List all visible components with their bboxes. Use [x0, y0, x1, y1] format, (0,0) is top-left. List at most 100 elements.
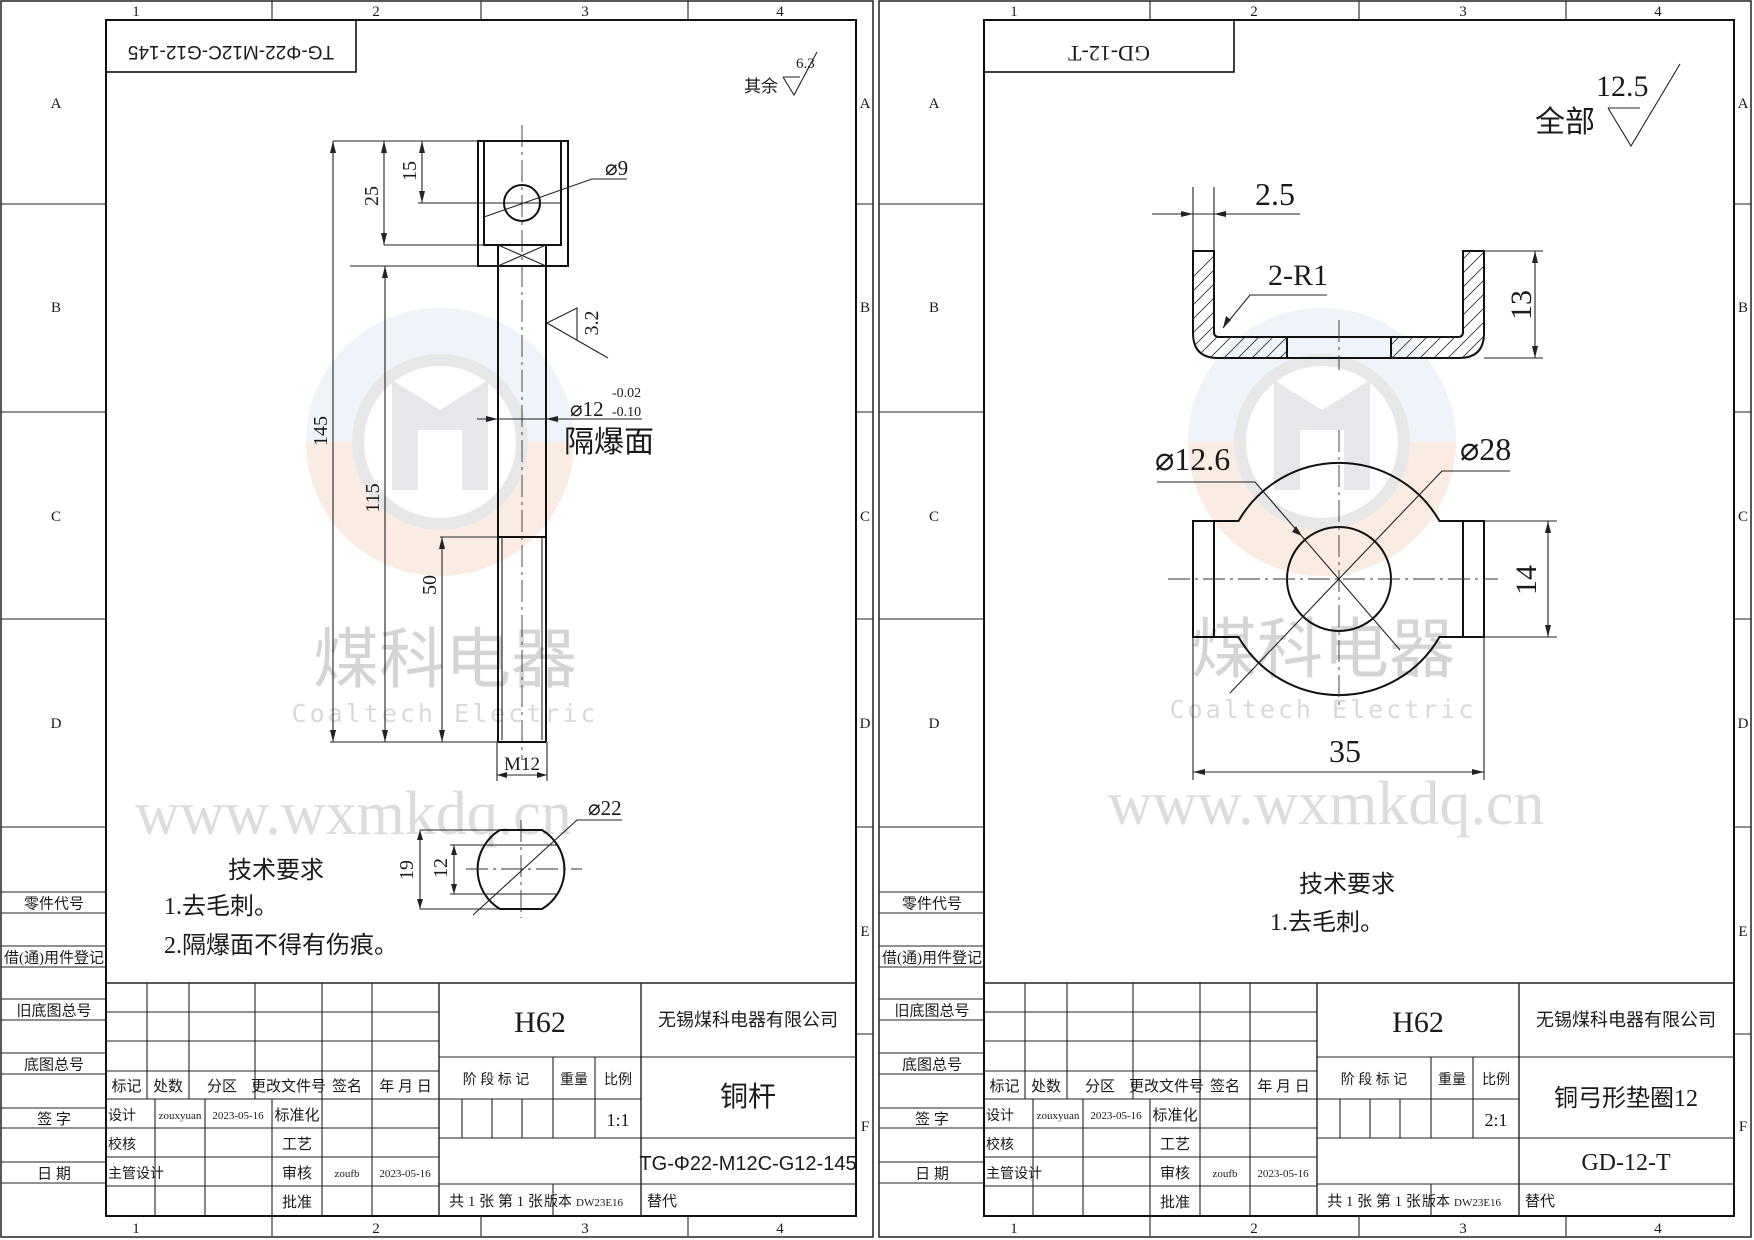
roughness-prefix: 其余 — [744, 77, 778, 96]
hatch-line — [1449, 251, 1484, 358]
reviewer-name: zoufb — [1212, 1168, 1238, 1180]
zone-column-label: 2 — [372, 4, 380, 20]
zone-column-label: 4 — [776, 4, 784, 20]
watermark-right: 煤科电器 Coaltech Electric www.wxmkdq.cn — [1108, 308, 1545, 838]
side-table-label: 签 字 — [915, 1111, 949, 1128]
zone-column-label: 1 — [132, 4, 140, 20]
role-label: 主管设计 — [986, 1166, 1042, 1182]
drawing-number: TG-Φ22-M12C-G12-145 — [639, 1153, 856, 1175]
role-label: 校核 — [108, 1136, 136, 1153]
zone-row-label: C — [929, 509, 939, 525]
watermark-cn: 煤科电器 — [1191, 611, 1455, 688]
roughness-value: 6.3 — [796, 56, 815, 72]
designer-name: zouxyuan — [1037, 1110, 1080, 1122]
dim-section-height: 19 — [396, 860, 418, 880]
zone-column-label: 3 — [581, 1221, 589, 1237]
drawing-number: GD-12-T — [1581, 1150, 1671, 1176]
scale-value: 2:1 — [1484, 1110, 1507, 1130]
title-label-inverted: GD-12-T — [1068, 41, 1150, 66]
revision-header: 年 月 日 — [379, 1078, 432, 1095]
zone-row-label: A — [929, 96, 940, 112]
title-label-box — [105, 19, 357, 73]
dim-thread-length: 50 — [419, 575, 441, 595]
part-name: 铜杆 — [720, 1081, 776, 1113]
version-value: DW23E16 — [1454, 1197, 1502, 1209]
zone-row-label: A — [51, 96, 62, 112]
material: H62 — [514, 1006, 566, 1039]
dim-flat-width: 12 — [430, 858, 452, 878]
material: H62 — [1392, 1006, 1444, 1039]
zone-column-label: 2 — [1250, 1221, 1258, 1237]
stage-label: 阶 段 标 记 — [463, 1072, 530, 1088]
zone-row-label: B — [860, 300, 870, 316]
flame-face-label: 隔爆面 — [564, 426, 654, 459]
watermark-cn: 煤科电器 — [313, 621, 577, 698]
company-name: 无锡煤科电器有限公司 — [658, 1010, 838, 1030]
zone-row-label: D — [929, 716, 940, 732]
zone-row-label: C — [51, 509, 61, 525]
tech-requirements: 技术要求 1.去毛刺。 2.隔爆面不得有伤痕。 — [164, 857, 398, 959]
side-table-label: 旧底图总号 — [894, 1003, 969, 1020]
zone-row-label: F — [861, 1119, 869, 1135]
zone-column-label: 3 — [581, 4, 589, 20]
side-table-label: 零件代号 — [902, 896, 962, 913]
side-table-label: 借(通)用件登记 — [882, 950, 982, 967]
part-view-rod: 145 25 15 115 50 ⌀9 3.2 ⌀12 -0.02 -0.10 … — [164, 51, 818, 959]
watermark-url: www.wxmkdq.cn — [1108, 770, 1545, 838]
tech-req-item: 1.去毛刺。 — [164, 893, 278, 920]
side-table-label: 签 字 — [37, 1111, 71, 1128]
revision-header: 处数 — [153, 1078, 183, 1095]
shaft-roughness: 3.2 — [581, 311, 603, 336]
tech-req-title: 技术要求 — [228, 857, 324, 884]
version-label: 版本 — [1422, 1194, 1450, 1210]
version-value: DW23E16 — [576, 1197, 624, 1209]
revision-header: 处数 — [1031, 1078, 1061, 1095]
scale-value: 1:1 — [606, 1110, 629, 1130]
dim-thread: M12 — [504, 754, 540, 775]
dim-tol-upper: -0.02 — [612, 386, 641, 401]
sheet-frame: 11223344ABCDABCDEFTG-Φ22-M12C-G12-145零件代… — [0, 0, 874, 1238]
side-table-label: 日 期 — [915, 1166, 949, 1183]
zone-column-label: 1 — [1010, 4, 1018, 20]
zone-column-label: 1 — [132, 1221, 140, 1237]
zone-row-label: B — [929, 300, 939, 316]
watermark-logo — [1188, 308, 1456, 576]
side-table-label: 底图总号 — [902, 1057, 962, 1074]
watermark-en: Coaltech Electric — [292, 699, 599, 728]
approval-label: 审核 — [282, 1165, 312, 1182]
zone-row-label: D — [860, 716, 871, 732]
dim-hole-dia: ⌀9 — [605, 156, 628, 180]
dim-bend-radius: 2-R1 — [1268, 259, 1328, 292]
roughness-value: 12.5 — [1596, 70, 1649, 103]
zone-row-label: E — [860, 924, 869, 940]
side-table-label: 底图总号 — [24, 1057, 84, 1074]
approval-label: 批准 — [282, 1194, 312, 1211]
design-date: 2023-05-16 — [212, 1110, 264, 1122]
section-view: 19 12 ⌀22 — [396, 796, 622, 918]
weight-label: 重量 — [560, 1072, 588, 1088]
approval-label: 工艺 — [1160, 1136, 1190, 1153]
revision-header: 分区 — [1085, 1078, 1115, 1095]
title-label-box — [983, 19, 1235, 73]
zone-column-label: 4 — [776, 1221, 784, 1237]
scale-label: 比例 — [604, 1072, 632, 1088]
approval-label: 标准化 — [274, 1107, 319, 1124]
role-label: 校核 — [986, 1136, 1014, 1153]
roughness-symbol: 12.5 全部 — [1535, 63, 1681, 148]
dim-shaft-dia: ⌀12 — [570, 397, 604, 421]
zone-column-label: 4 — [1654, 1221, 1662, 1237]
zone-row-label: D — [1738, 716, 1749, 732]
zone-row-label: A — [1738, 96, 1749, 112]
zone-row-label: C — [1738, 509, 1748, 525]
stage-label: 阶 段 标 记 — [1341, 1072, 1408, 1088]
dim-shaft-length: 115 — [362, 483, 384, 512]
hatch-line — [1193, 251, 1231, 358]
zone-row-label: B — [51, 300, 61, 316]
zone-column-label: 3 — [1459, 4, 1467, 20]
tech-req-item: 1.去毛刺。 — [1270, 909, 1384, 936]
side-table-label: 日 期 — [37, 1166, 71, 1183]
